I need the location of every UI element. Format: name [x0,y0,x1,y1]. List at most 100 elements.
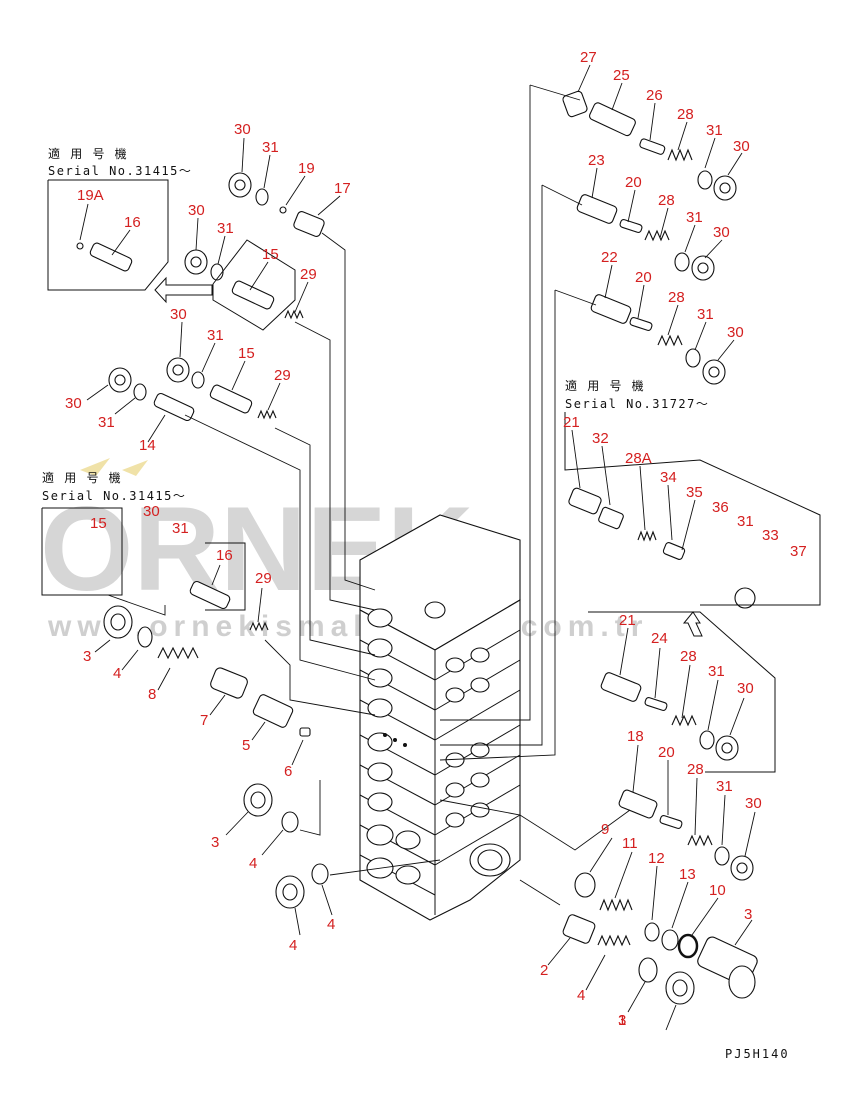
callout: 28 [677,106,694,123]
part-4 [574,872,596,898]
part-4 [638,957,658,983]
callout: 10 [709,882,726,899]
callout: 24 [651,630,668,647]
callout: 3 [211,834,219,851]
part-14 [153,392,195,422]
callout: 37 [790,543,807,560]
callout: 31 [262,139,279,156]
part-21 [600,672,642,702]
callout: 29 [274,367,291,384]
callout: 8 [148,686,156,703]
callout: 30 [727,324,744,341]
callout: 4 [327,916,335,933]
part-23 [576,194,618,224]
callout: 5 [242,737,250,754]
callout: 2 [540,962,548,979]
part-28 [667,148,693,162]
part-28 [657,334,683,347]
part-5 [252,694,294,728]
callout: 20 [625,174,642,191]
part-9 [599,898,633,912]
callout: 3 [744,906,752,923]
callout: 9 [601,821,609,838]
callout: 20 [635,269,652,286]
serial-note-heading: 適 用 号 機 [565,378,645,393]
callout: 30 [234,121,251,138]
callout: 4 [577,987,585,1004]
callout: 28 [668,289,685,306]
part-11 [644,922,660,942]
callout: 30 [143,503,160,520]
part-29 [257,409,277,420]
callout: 30 [713,224,730,241]
callout: 14 [139,437,156,454]
callout: 31 [716,778,733,795]
part-16 [89,242,133,272]
callout: 36 [712,499,729,516]
inset-box-15 [212,239,296,331]
callout: 1 [618,1012,626,1029]
callout: 29 [300,266,317,283]
serial-notes: 適 用 号 機 Serial No.31415～ 適 用 号 機 Serial … [42,146,708,503]
parts [76,90,758,1005]
callout: 28 [658,192,675,209]
callout: 21 [619,612,636,629]
watermark-url: www.ornekismakinalari.com.tr [47,610,648,643]
part-31 [697,170,713,190]
part-13 [677,933,699,959]
part-4 [137,626,153,648]
part-31 [685,348,701,368]
part-31 [133,383,147,401]
part-28 [671,714,697,727]
part-6 [299,727,311,737]
part-4 [311,863,329,885]
callout: 28 [687,761,704,778]
part-25 [589,102,636,137]
callout: 19A [77,187,104,204]
part-24 [644,697,668,711]
part-20 [619,219,643,233]
part-34 [662,542,686,560]
inset-arrow-2 [682,611,703,637]
part-31 [699,730,715,750]
leader-lines [107,84,631,906]
part-22 [590,294,632,324]
callout: 28A [625,450,652,467]
callout: 22 [601,249,618,266]
callout: 31 [737,513,754,530]
callout: 4 [113,665,121,682]
part-31 [191,371,205,389]
serial-note-number: Serial No.31415～ [42,489,186,503]
part-19 [279,206,287,214]
part-28 [687,834,713,847]
callout: 31 [217,220,234,237]
part-17 [293,211,325,237]
part-31 [674,252,690,272]
callout: 17 [334,180,351,197]
part-20 [659,815,683,829]
inset-box-21 [588,611,776,773]
valve-body [359,514,521,921]
part-15 [231,280,275,310]
callout-ticks [79,64,756,1031]
callout: 32 [592,430,609,447]
callout: 16 [124,214,141,231]
callout: 26 [646,87,663,104]
callout: 4 [289,937,297,954]
part-4 [281,811,299,833]
callout: 30 [745,795,762,812]
callout: 27 [580,49,597,66]
part-21 [568,487,602,515]
part-37 [734,587,756,609]
part-31 [210,263,224,281]
callout: 30 [188,202,205,219]
callout: 15 [238,345,255,362]
callout: 18 [627,728,644,745]
serial-note-heading: 適 用 号 機 [48,146,128,161]
callout: 35 [686,484,703,501]
callout: 29 [255,570,272,587]
callout: 13 [679,866,696,883]
drawing-code: PJ5H140 [725,1047,790,1061]
callout: 15 [262,246,279,263]
inset-box-serial-31727 [564,412,821,606]
